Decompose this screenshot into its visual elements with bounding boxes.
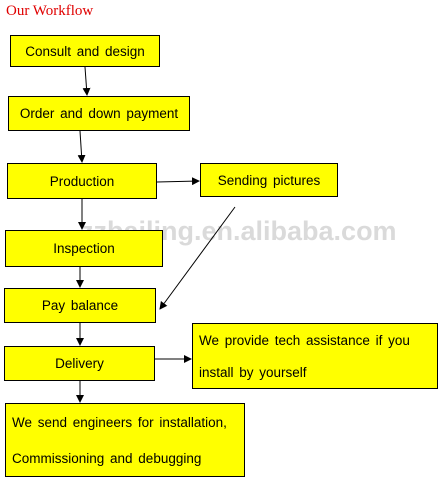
node-sending-label: Sending pictures: [217, 172, 321, 188]
node-tech-assistance: We provide tech assistance if you instal…: [192, 323, 438, 389]
arrow-production-to-sending: [156, 177, 200, 186]
node-engineers-line-2: Commissioning and debugging: [12, 450, 202, 466]
node-consult-and-design: Consult and design: [10, 35, 160, 67]
node-send-engineers: We send engineers for installation, Comm…: [5, 403, 245, 477]
node-engineers-line-1: We send engineers for installation,: [12, 414, 227, 430]
node-inspection-label: Inspection: [53, 241, 115, 256]
node-delivery-label: Delivery: [55, 356, 104, 371]
node-order-label: Order and down payment: [19, 106, 179, 121]
node-production-label: Production: [49, 173, 115, 189]
node-pay-balance: Pay balance: [4, 288, 156, 323]
node-production: Production: [7, 163, 157, 199]
node-tech-line-1: We provide tech assistance if you: [199, 332, 410, 348]
node-delivery: Delivery: [4, 346, 155, 381]
arrow-order-to-production: [77, 130, 86, 163]
node-consult-label: Consult and design: [25, 43, 145, 59]
arrow-sending-to-pay: [159, 206, 236, 310]
node-pay-label: Pay balance: [41, 298, 119, 313]
node-sending-pictures: Sending pictures: [200, 163, 338, 197]
node-tech-line-2: install by yourself: [199, 364, 307, 380]
node-order-and-down-payment: Order and down payment: [8, 96, 190, 131]
arrow-consult-to-order: [82, 66, 91, 96]
node-inspection: Inspection: [5, 230, 163, 267]
workflow-title: Our Workflow: [6, 3, 94, 19]
